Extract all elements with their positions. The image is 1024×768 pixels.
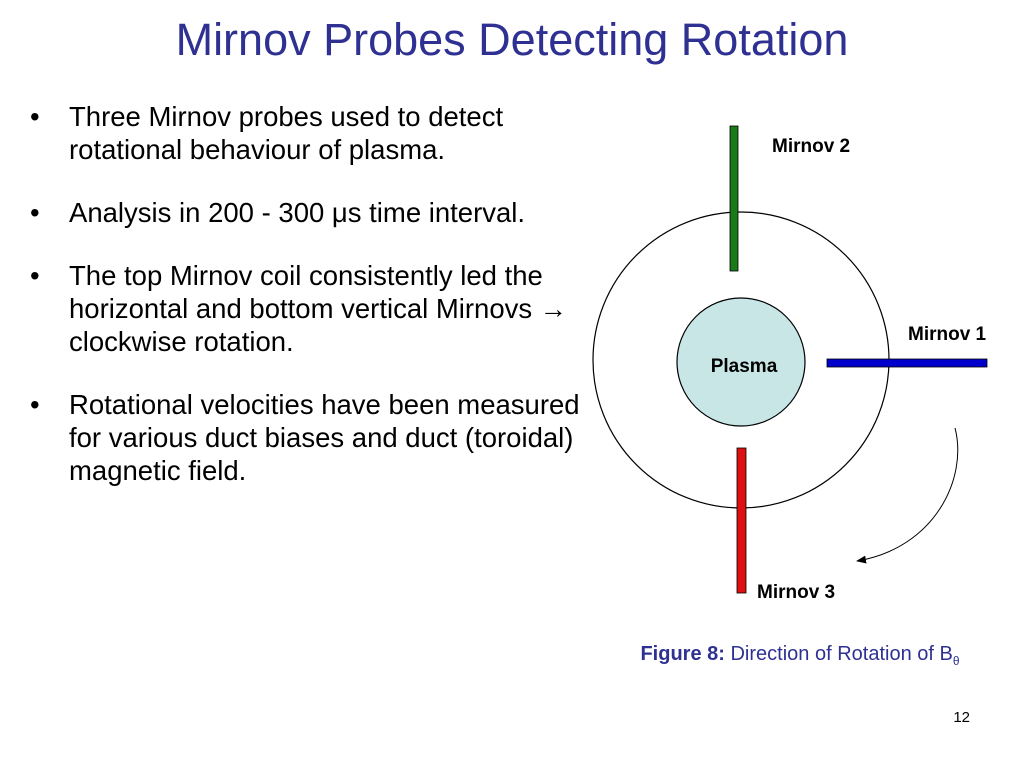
caption-text: Direction of Rotation of B [730,643,953,665]
caption-label: Figure 8: [640,643,725,665]
mirnov-1-probe [826,358,988,368]
bullet-item: • Three Mirnov probes used to detect rot… [30,100,590,166]
figure-caption: Figure 8: Direction of Rotation of Bθ [600,641,1000,674]
bullet-item: • Rotational velocities have been measur… [30,388,590,487]
bullet-text: The top Mirnov coil consistently led the… [69,260,568,357]
clockwise-arrow-icon [856,427,959,564]
bullet-item: • The top Mirnov coil consistently led t… [30,259,590,358]
bullet-text: Rotational velocities have been measured… [69,389,580,486]
plasma-label: Plasma [711,356,778,377]
slide-title: Mirnov Probes Detecting Rotation [175,14,849,65]
bullet-icon: • [30,389,40,420]
mirnov-3-label: Mirnov 3 [757,582,835,603]
mirnov-2-probe [729,125,739,272]
page-number: 12 [953,709,970,726]
caption-subscript: θ [952,654,960,668]
mirnov-1-label: Mirnov 1 [908,324,987,345]
mirnov-2-label: Mirnov 2 [772,136,850,157]
bullet-list: • Three Mirnov probes used to detect rot… [30,100,590,517]
bullet-icon: • [30,197,40,228]
bullet-text: Three Mirnov probes used to detect rotat… [69,101,504,165]
plasma-circle [676,297,806,427]
bullet-icon: • [30,260,40,291]
bullet-text: Analysis in 200 - 300 μs time interval. [69,197,526,228]
mirnov-3-probe [736,447,747,594]
bullet-icon: • [30,101,40,132]
bullet-item: • Analysis in 200 - 300 μs time interval… [30,196,590,229]
